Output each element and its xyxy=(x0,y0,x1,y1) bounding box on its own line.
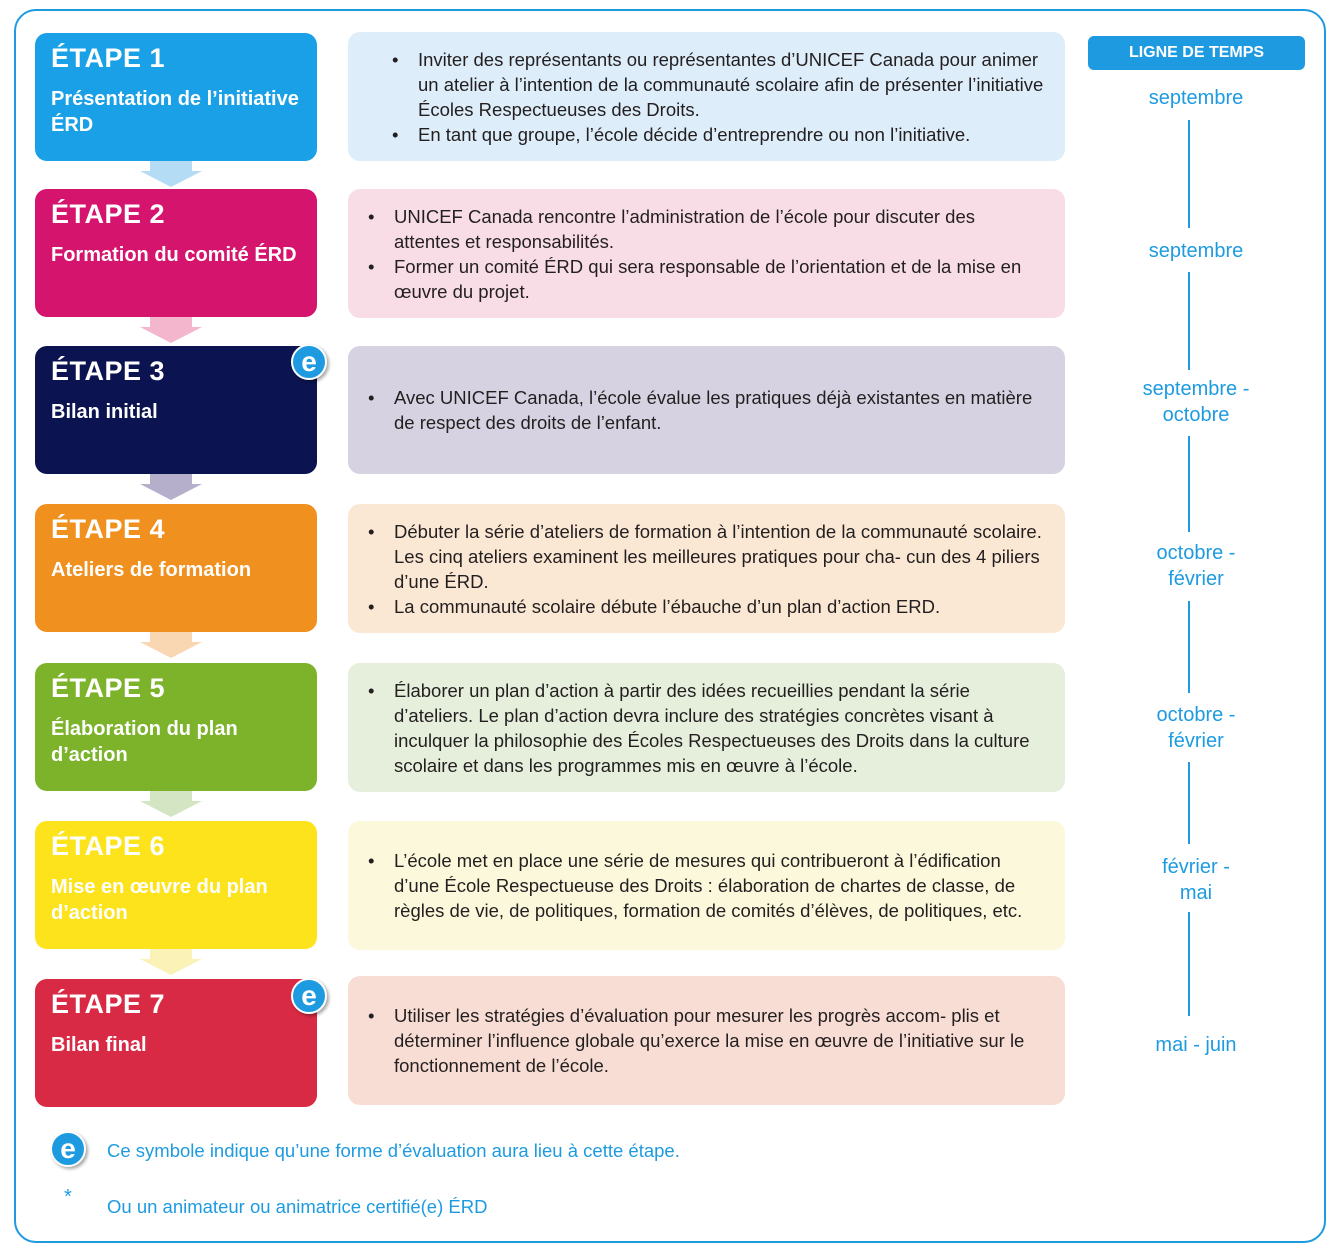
timeline-label-7-line-1: mai - juin xyxy=(1155,1034,1237,1056)
step-4-bullet-1: Débuter la série d’ateliers de formation… xyxy=(368,519,1045,594)
arrow-3-4 xyxy=(150,473,192,485)
step-4-bullet-2: La communauté scolaire débute l’ébauche … xyxy=(368,594,1045,619)
step-4-description: Débuter la série d’ateliers de formation… xyxy=(348,504,1065,633)
timeline-line-3 xyxy=(1188,436,1190,532)
timeline-header: LIGNE DE TEMPS xyxy=(1088,36,1305,70)
timeline-label-6: février - mai xyxy=(1110,854,1282,906)
step-5-bullet-1: Élaborer un plan d’action à partir des i… xyxy=(368,678,1045,778)
step-2-bullet-2: Former un comité ÉRD qui sera responsabl… xyxy=(368,254,1045,304)
step-2-number: ÉTAPE 2 xyxy=(51,199,166,229)
step-2-bullet-1: UNICEF Canada rencontre l’administration… xyxy=(368,204,1045,254)
step-5-description: Élaborer un plan d’action à partir des i… xyxy=(348,663,1065,792)
step-6-box: ÉTAPE 6 Mise en œuvre du plan d’action xyxy=(35,821,317,949)
timeline-label-5-line-1: octobre - xyxy=(1156,704,1236,726)
timeline-line-4 xyxy=(1188,601,1190,693)
arrow-1-2 xyxy=(150,160,192,172)
step-1-description: Inviter des représentants ou représentan… xyxy=(348,32,1065,161)
legend-evaluation-icon: e xyxy=(50,1131,86,1167)
timeline-label-4: octobre - février xyxy=(1110,540,1282,592)
timeline-label-3: septembre - octobre xyxy=(1110,376,1282,428)
step-5-title: Élaboration du plan d’action xyxy=(51,718,238,766)
step-1-number: ÉTAPE 1 xyxy=(51,43,166,73)
timeline-label-3-line-2: octobre xyxy=(1162,404,1230,426)
step-3-number: ÉTAPE 3 xyxy=(51,356,166,386)
step-3-description: Avec UNICEF Canada, l’école évalue les p… xyxy=(348,346,1065,474)
arrow-6-7-head xyxy=(140,959,202,975)
legend-star-text: Ou un animateur ou animatrice certifié(e… xyxy=(107,1196,488,1217)
evaluation-badge-step-7: e xyxy=(291,978,327,1014)
step-5-box: ÉTAPE 5 Élaboration du plan d’action xyxy=(35,663,317,791)
step-3-box: ÉTAPE 3 Bilan initial xyxy=(35,346,317,474)
step-6-description: L’école met en place une série de mesure… xyxy=(348,821,1065,950)
timeline-label-2-line-1: septembre xyxy=(1148,240,1244,262)
step-5-number: ÉTAPE 5 xyxy=(51,673,166,703)
step-7-description: Utiliser les stratégies d’évaluation pou… xyxy=(348,976,1065,1105)
arrow-1-2-head xyxy=(140,171,202,187)
step-7-number: ÉTAPE 7 xyxy=(51,989,166,1019)
step-2-box: ÉTAPE 2 Formation du comité ÉRD xyxy=(35,189,317,317)
step-1-bullet-2: En tant que groupe, l’école décide d’ent… xyxy=(392,122,1045,147)
timeline-label-6-line-1: février - xyxy=(1162,856,1230,878)
timeline-line-5 xyxy=(1188,762,1190,844)
step-2-title: Formation du comité ÉRD xyxy=(51,244,297,266)
evaluation-badge-step-3: e xyxy=(291,344,327,380)
step-7-box: ÉTAPE 7 Bilan final xyxy=(35,979,317,1107)
timeline-line-6 xyxy=(1188,912,1190,1016)
timeline-line-1 xyxy=(1188,120,1190,228)
step-4-title: Ateliers de formation xyxy=(51,559,252,581)
timeline-label-5: octobre - février xyxy=(1110,702,1282,754)
timeline-label-1-line-1: septembre xyxy=(1148,87,1244,109)
step-4-number: ÉTAPE 4 xyxy=(51,514,166,544)
arrow-4-5 xyxy=(150,631,192,643)
arrow-6-7 xyxy=(150,948,192,960)
step-6-title: Mise en œuvre du plan d’action xyxy=(51,876,268,924)
timeline-label-2: septembre xyxy=(1110,238,1282,264)
step-2-description: UNICEF Canada rencontre l’administration… xyxy=(348,189,1065,318)
step-3-title: Bilan initial xyxy=(51,401,158,423)
timeline-label-7: mai - juin xyxy=(1110,1032,1282,1058)
outer-frame xyxy=(14,9,1326,1243)
arrow-5-6-head xyxy=(140,801,202,817)
step-7-title: Bilan final xyxy=(51,1034,147,1056)
timeline-label-4-line-2: février xyxy=(1168,568,1224,590)
timeline-line-2 xyxy=(1188,272,1190,370)
timeline-label-5-line-2: février xyxy=(1168,730,1224,752)
arrow-2-3 xyxy=(150,316,192,328)
arrow-3-4-head xyxy=(140,484,202,500)
timeline-label-3-line-1: septembre - xyxy=(1142,378,1250,400)
timeline-label-4-line-1: octobre - xyxy=(1156,542,1236,564)
arrow-4-5-head xyxy=(140,642,202,658)
step-1-box: ÉTAPE 1 Présentation de l’initiative ÉRD xyxy=(35,33,317,161)
timeline-label-6-line-2: mai xyxy=(1179,882,1213,904)
step-1-bullet-1: Inviter des représentants ou représentan… xyxy=(392,47,1045,122)
step-6-number: ÉTAPE 6 xyxy=(51,831,166,861)
step-3-bullet-1: Avec UNICEF Canada, l’école évalue les p… xyxy=(368,385,1045,435)
arrow-2-3-head xyxy=(140,327,202,343)
step-1-title: Présentation de l’initiative ÉRD xyxy=(51,88,299,136)
legend-star-symbol: * xyxy=(64,1186,72,1208)
arrow-5-6 xyxy=(150,790,192,802)
step-7-bullet-1: Utiliser les stratégies d’évaluation pou… xyxy=(368,1003,1045,1078)
legend-evaluation-text: Ce symbole indique qu’une forme d’évalua… xyxy=(107,1140,680,1161)
timeline-label-1: septembre xyxy=(1110,85,1282,111)
step-6-bullet-1: L’école met en place une série de mesure… xyxy=(368,848,1045,923)
step-4-box: ÉTAPE 4 Ateliers de formation xyxy=(35,504,317,632)
